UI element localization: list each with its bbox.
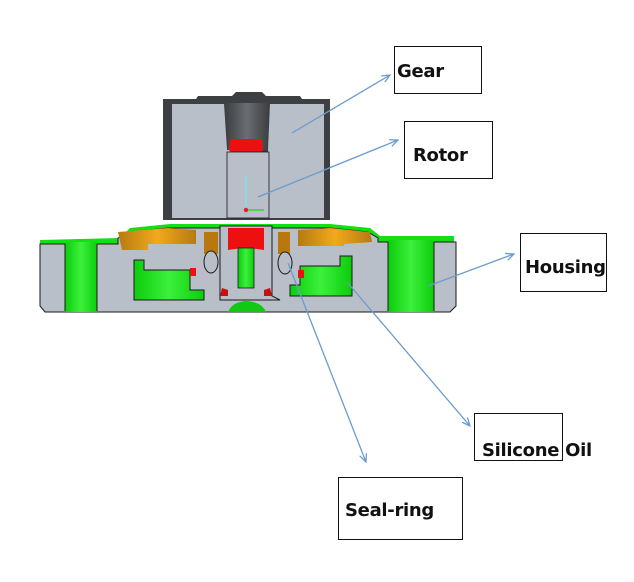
label-box-seal-ring [338,477,463,540]
axis-marker-origin [243,207,249,213]
gear-part [163,92,330,220]
label-rotor: Rotor [413,145,468,166]
leader-rotor [257,140,398,198]
label-seal-ring: Seal-ring [345,500,435,521]
label-box-silicone-oil [474,413,563,461]
housing-bottom-dome [228,301,266,312]
rotor-red-fillet-left [220,288,228,296]
leader-housing [427,254,514,287]
bronze-bushings [118,228,372,254]
rotor-green-core [237,247,255,289]
gear-right-body [268,104,324,218]
rotor-red-cap [228,228,264,250]
leader-gear [291,75,390,134]
silicone-oil-chambers [133,255,353,301]
bronze-left-inner [204,232,218,254]
seal-rings [203,250,293,275]
label-silicone-oil: Silicone Oil [482,440,592,461]
leader-silicone-oil [346,281,470,426]
label-housing: Housing [525,257,606,278]
leader-seal-ring [287,262,366,462]
rotor-part [190,225,304,301]
housing-left-bore [65,242,97,312]
rotor-cap-red [229,139,263,155]
bronze-right-outer [298,228,372,246]
seal-ring-right [277,251,293,275]
label-box-gear [394,46,482,94]
label-box-housing [520,233,607,292]
red-corner-right [298,270,304,278]
red-corner-left [190,268,196,276]
housing-right-bore [388,240,434,312]
bronze-left-outer [118,228,196,250]
rotor-red-fillet-right [264,288,272,296]
oil-chamber-left [133,259,205,301]
label-box-rotor [404,121,493,179]
bronze-right-inner [278,232,290,254]
leader-lines [257,75,514,462]
rotor-shaft-inside-gear [226,151,270,219]
seal-ring-left [203,250,219,274]
gear-shaft-top [224,103,270,150]
label-gear: Gear [397,61,444,82]
